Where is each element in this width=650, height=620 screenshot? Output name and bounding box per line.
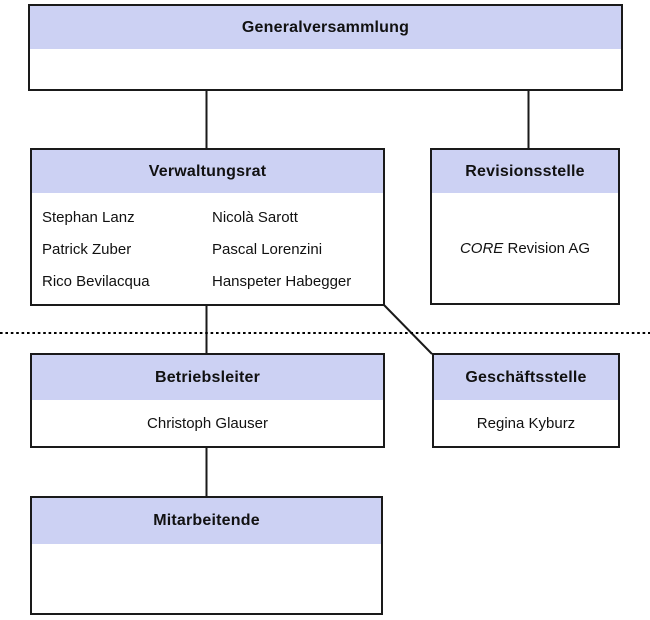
node-title-betriebsleiter: Betriebsleiter [32,355,383,400]
node-title-generalversammlung: Generalversammlung [30,6,621,49]
node-title-mitarbeitende: Mitarbeitende [32,498,381,544]
company-name: CORE Revision AG [460,240,590,257]
node-title-verwaltungsrat: Verwaltungsrat [32,150,383,193]
org-node-revisionsstelle: Revisionsstelle CORE Revision AG [430,148,620,305]
node-body-betriebsleiter: Christoph Glauser [32,400,383,446]
member-name: Stephan Lanz [42,209,135,226]
node-body-geschaeftsstelle: Regina Kyburz [434,400,618,446]
node-body-verwaltungsrat: Stephan Lanz Nicolà Sarott Patrick Zuber… [32,193,383,304]
node-title-revisionsstelle: Revisionsstelle [432,150,618,193]
member-name: Rico Bevilacqua [42,273,150,290]
org-node-betriebsleiter: Betriebsleiter Christoph Glauser [30,353,385,448]
node-title-geschaeftsstelle: Geschäftsstelle [434,355,618,400]
member-name: Hanspeter Habegger [212,273,352,290]
company-name-regular-part: Revision AG [503,239,591,257]
member-name: Patrick Zuber [42,241,132,258]
org-node-mitarbeitende: Mitarbeitende [30,496,383,615]
member-name: Regina Kyburz [476,414,576,432]
member-name: Nicolà Sarott [212,209,298,226]
org-node-generalversammlung: Generalversammlung [28,4,623,91]
company-name-italic-part: CORE [459,239,504,257]
member-name: Christoph Glauser [147,414,268,432]
node-body-mitarbeitende [32,544,381,613]
node-body-revisionsstelle: CORE Revision AG [432,193,618,303]
verwaltungsrat-members: Stephan Lanz Nicolà Sarott Patrick Zuber… [32,193,383,304]
org-node-verwaltungsrat: Verwaltungsrat Stephan Lanz Nicolà Sarot… [30,148,385,306]
member-name: Pascal Lorenzini [212,241,323,258]
connector-verwaltungsrat-to-geschaeftsstelle [383,304,433,355]
node-body-generalversammlung [30,49,621,89]
org-node-geschaeftsstelle: Geschäftsstelle Regina Kyburz [432,353,620,448]
